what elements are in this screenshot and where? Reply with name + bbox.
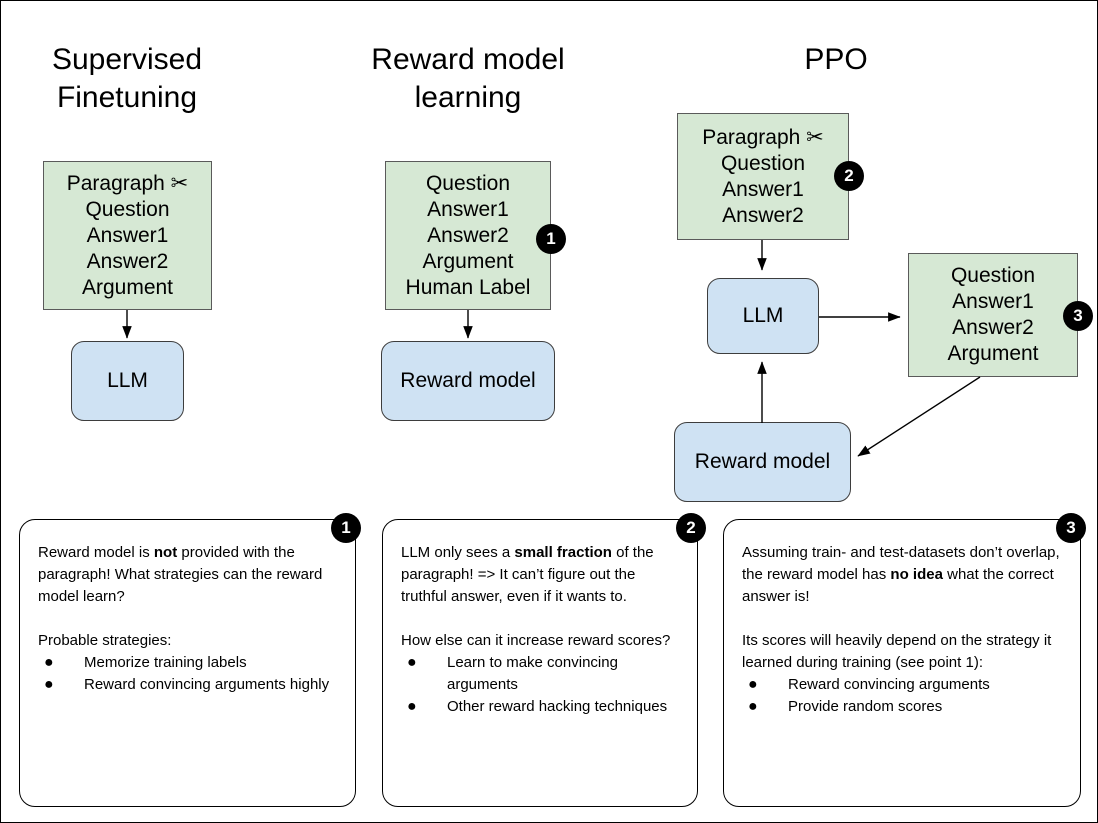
node-line: Argument <box>81 275 174 299</box>
badge-3-on-note-card-3[interactable]: 3 <box>1056 513 1086 543</box>
node-label: Reward model <box>400 369 536 392</box>
bullet-icon: ● <box>407 654 417 671</box>
node-line: Question <box>85 197 170 221</box>
node-line: Question <box>720 151 806 175</box>
note-text: what the correct answer is! <box>742 566 1054 605</box>
note-paragraph: Assuming train- and test-datasets don’t … <box>742 542 1062 608</box>
node-line: Answer1 <box>952 290 1034 313</box>
node-ppo-prompt[interactable]: Paragraph ✂ Question Answer1 Answer2 <box>677 113 849 240</box>
badge-1-on-note-card-1[interactable]: 1 <box>331 513 361 543</box>
node-line: Answer1 <box>722 177 804 201</box>
list-item: ● Provide random scores <box>742 696 1062 718</box>
list-item-label: Provide random scores <box>788 698 943 715</box>
arrow-ppo-output-to-reward-model <box>857 376 981 457</box>
note-text: of the paragraph! => It can’t figure out… <box>401 544 654 605</box>
node-label: LLM <box>742 304 784 327</box>
bullet-icon: ● <box>44 676 54 693</box>
note-text: How else can it increase reward scores? <box>401 632 671 649</box>
list-item-label: Reward convincing arguments <box>788 676 990 693</box>
node-ppo-reward-model[interactable]: Reward model <box>674 422 851 502</box>
node-line: Question <box>950 264 1036 287</box>
note-spacer <box>401 608 679 630</box>
list-item-label: Other reward hacking techniques <box>447 698 668 715</box>
list-item: ● Learn to make convincing arguments <box>401 652 679 696</box>
node-line: Human Label <box>405 275 531 299</box>
note-paragraph: Probable strategies: <box>38 630 337 652</box>
note-text: Reward model is <box>38 544 154 561</box>
note-card-3[interactable]: Assuming train- and test-datasets don’t … <box>723 519 1081 807</box>
column-title-supervised-finetuning: Supervised Finetuning <box>51 43 203 114</box>
note-bullet-list: ● Learn to make convincing arguments ● Oth… <box>401 652 679 718</box>
node-sft-llm[interactable]: LLM <box>71 341 184 421</box>
badge-3-on-ppo-output[interactable]: 3 <box>1063 301 1093 331</box>
list-item: ● Reward convincing arguments highly <box>38 674 337 696</box>
node-rml-training-data[interactable]: Question Answer1 Answer2 Argument Human … <box>385 161 551 310</box>
note-paragraph: Its scores will heavily depend on the st… <box>742 630 1062 674</box>
node-line: Answer2 <box>427 223 509 247</box>
node-line: Answer1 <box>427 197 509 221</box>
node-label: Reward model <box>694 450 831 473</box>
note-text: Probable strategies: <box>38 632 172 649</box>
column-title-reward-model-learning: Reward model learning <box>371 43 565 114</box>
note-spacer <box>742 608 1062 630</box>
list-item-label: Learn to make convincing arguments <box>447 654 618 693</box>
node-line: Paragraph ✂ <box>702 125 824 149</box>
note-text: LLM only sees a <box>401 544 515 561</box>
list-item-label: Reward convincing arguments highly <box>84 676 330 693</box>
badge-1-on-rml-data[interactable]: 1 <box>536 224 566 254</box>
node-line: Question <box>425 171 511 195</box>
node-ppo-llm[interactable]: LLM <box>707 278 819 354</box>
note-text: Its scores will heavily depend on the st… <box>742 632 1052 671</box>
note-card-1[interactable]: Reward model is not provided with the pa… <box>19 519 356 807</box>
node-line: Argument <box>422 249 514 273</box>
bullet-icon: ● <box>748 698 758 715</box>
bullet-icon: ● <box>748 676 758 693</box>
bullet-icon: ● <box>44 654 54 671</box>
node-line: Answer2 <box>722 203 804 227</box>
note-paragraph: Reward model is not provided with the pa… <box>38 542 337 608</box>
node-line: Answer2 <box>952 316 1034 339</box>
node-line: Answer2 <box>86 249 169 273</box>
note-card-2[interactable]: LLM only sees a small fraction of the pa… <box>382 519 698 807</box>
column-title-ppo: PPO <box>804 43 868 76</box>
note-paragraph: LLM only sees a small fraction of the pa… <box>401 542 679 608</box>
note-bullet-list: ● Reward convincing arguments ● Provide ra… <box>742 674 1062 718</box>
note-text: provided with the paragraph! What strate… <box>38 544 323 605</box>
badge-2-on-note-card-2[interactable]: 2 <box>676 513 706 543</box>
badge-2-on-ppo-prompt[interactable]: 2 <box>834 161 864 191</box>
note-body: LLM only sees a small fraction of the pa… <box>383 520 697 728</box>
note-body: Assuming train- and test-datasets don’t … <box>724 520 1080 728</box>
note-spacer <box>38 608 337 630</box>
note-paragraph: How else can it increase reward scores? <box>401 630 679 652</box>
node-sft-training-data[interactable]: Paragraph ✂ Question Answer1 Answer2 Arg… <box>43 161 212 310</box>
note-emphasis: not <box>153 544 178 561</box>
list-item: ● Other reward hacking techniques <box>401 696 679 718</box>
node-line: Answer1 <box>86 223 169 247</box>
note-emphasis: no idea <box>890 566 943 583</box>
list-item: ● Memorize training labels <box>38 652 337 674</box>
note-bullet-list: ● Memorize training labels ● Reward convin… <box>38 652 337 696</box>
list-item-label: Memorize training labels <box>84 654 247 671</box>
list-item: ● Reward convincing arguments <box>742 674 1062 696</box>
note-body: Reward model is not provided with the pa… <box>20 520 355 706</box>
note-text: Assuming train- and test-datasets don’t … <box>742 544 1060 583</box>
node-label: LLM <box>107 369 148 392</box>
node-ppo-output[interactable]: Question Answer1 Answer2 Argument <box>908 253 1078 377</box>
bullet-icon: ● <box>407 698 417 715</box>
node-rml-reward-model[interactable]: Reward model <box>381 341 555 421</box>
node-line: Paragraph ✂ <box>66 171 189 195</box>
node-line: Argument <box>947 342 1039 365</box>
note-emphasis: small fraction <box>514 544 612 561</box>
